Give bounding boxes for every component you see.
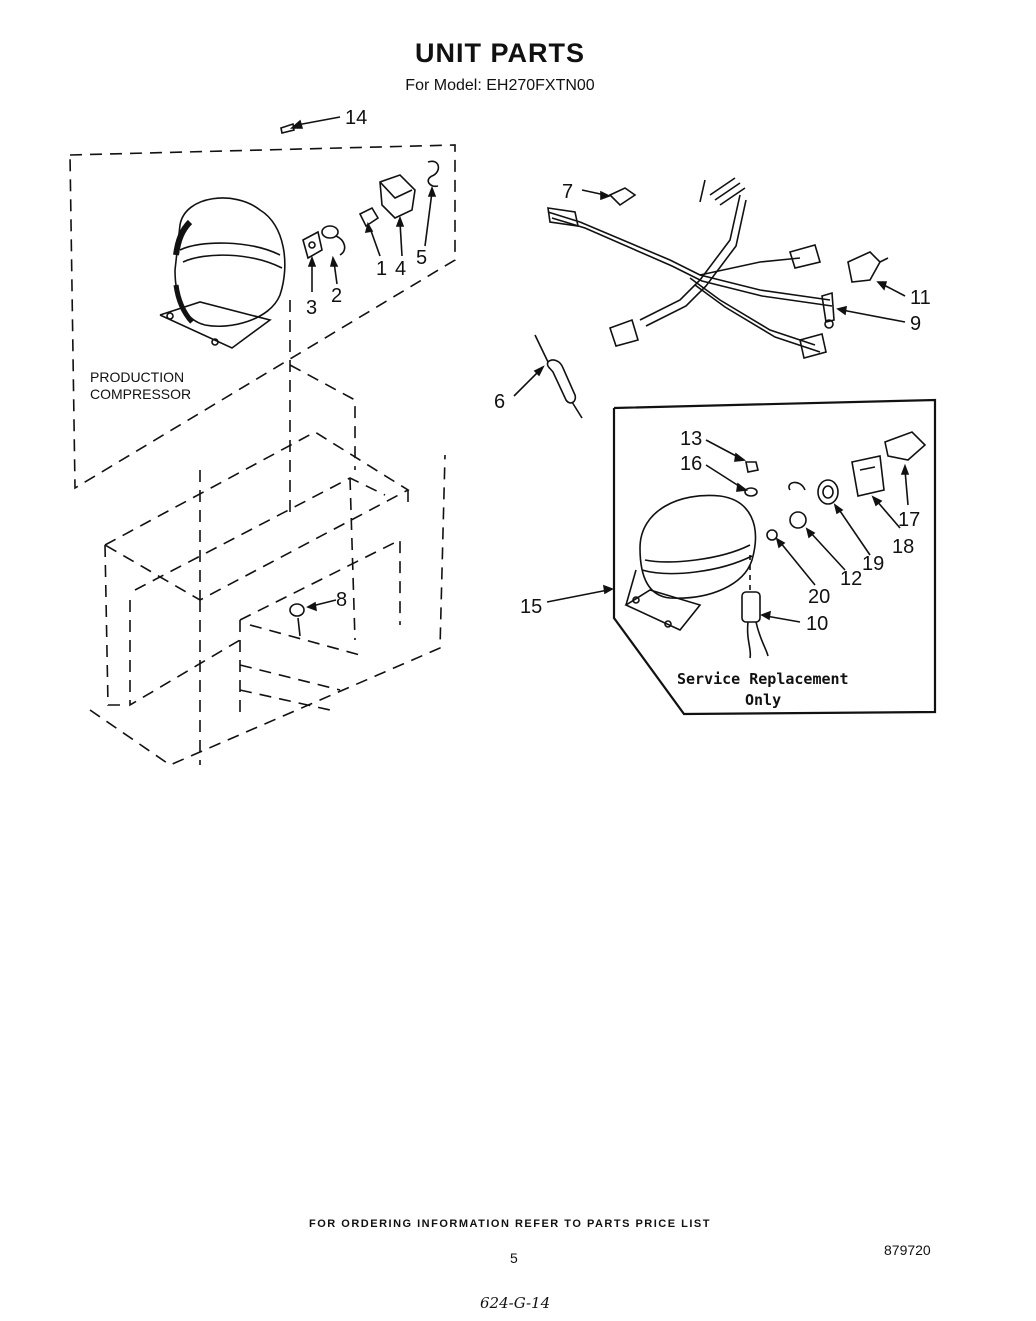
callout-2: 2 — [331, 285, 342, 307]
callout-15: 15 — [520, 596, 542, 618]
part-13-nut — [745, 461, 759, 473]
service-label-line1: Service Replacement — [677, 670, 849, 688]
production-label-line2: COMPRESSOR — [90, 386, 191, 402]
part-5-clip — [427, 160, 440, 188]
part-12-grommet — [788, 481, 807, 529]
handwritten-note: 624-G-14 — [480, 1294, 551, 1312]
part-6-drier — [513, 334, 583, 419]
service-replacement-panel — [612, 398, 937, 716]
ordering-info-note: FOR ORDERING INFORMATION REFER TO PARTS … — [309, 1218, 711, 1230]
part-3-gasket — [302, 230, 323, 260]
callout-4: 4 — [395, 258, 406, 280]
part-16-washer — [744, 487, 758, 497]
part-17-terminal-cover — [884, 431, 927, 461]
wiring-harness-drawing — [547, 177, 833, 359]
part-9-terminal — [821, 291, 835, 329]
callout-1: 1 — [376, 258, 387, 280]
callout-10: 10 — [806, 613, 828, 635]
callout-17: 17 — [898, 509, 920, 531]
callout-14: 14 — [345, 107, 367, 129]
callout-6: 6 — [494, 391, 505, 413]
callout-16: 16 — [680, 453, 702, 475]
callout-11: 11 — [910, 287, 931, 309]
callout-3: 3 — [306, 297, 317, 319]
callout-7: 7 — [562, 181, 573, 203]
document-number: 879720 — [884, 1242, 931, 1258]
callout-8: 8 — [336, 589, 347, 611]
callout-12: 12 — [840, 568, 862, 590]
callout-19: 19 — [862, 553, 884, 575]
model-subtitle: For Model: EH270FXTN00 — [405, 77, 595, 94]
part-11-connector — [847, 251, 889, 283]
part-4-cover — [379, 174, 416, 219]
service-leader-lines — [546, 439, 910, 623]
part-18-relay — [851, 455, 885, 497]
page-title: UNIT PARTS — [415, 38, 585, 68]
harness-leader-lines — [581, 189, 906, 323]
callout-5: 5 — [416, 247, 427, 269]
production-compressor-drawing — [159, 197, 286, 349]
callout-9: 9 — [910, 313, 921, 335]
page-number: 5 — [510, 1250, 518, 1266]
part-1-overload — [358, 206, 380, 228]
callout-20: 20 — [808, 586, 830, 608]
production-compressor-panel — [69, 144, 456, 490]
production-label-line1: PRODUCTION — [90, 369, 184, 385]
part-14-clip — [280, 122, 295, 134]
service-compressor-drawing — [624, 494, 757, 631]
part-10-capacitor — [741, 555, 769, 659]
service-label-line2: Only — [745, 691, 781, 709]
part-8-grommet — [289, 599, 337, 637]
production-leader-lines — [289, 116, 437, 292]
callout-13: 13 — [680, 428, 702, 450]
part-20-relay-link — [766, 529, 778, 541]
callout-18: 18 — [892, 536, 914, 558]
cabinet-outline — [89, 300, 446, 766]
part-7-clip — [608, 187, 637, 207]
part-2-relay — [321, 225, 346, 256]
part-19-overload — [817, 479, 839, 505]
